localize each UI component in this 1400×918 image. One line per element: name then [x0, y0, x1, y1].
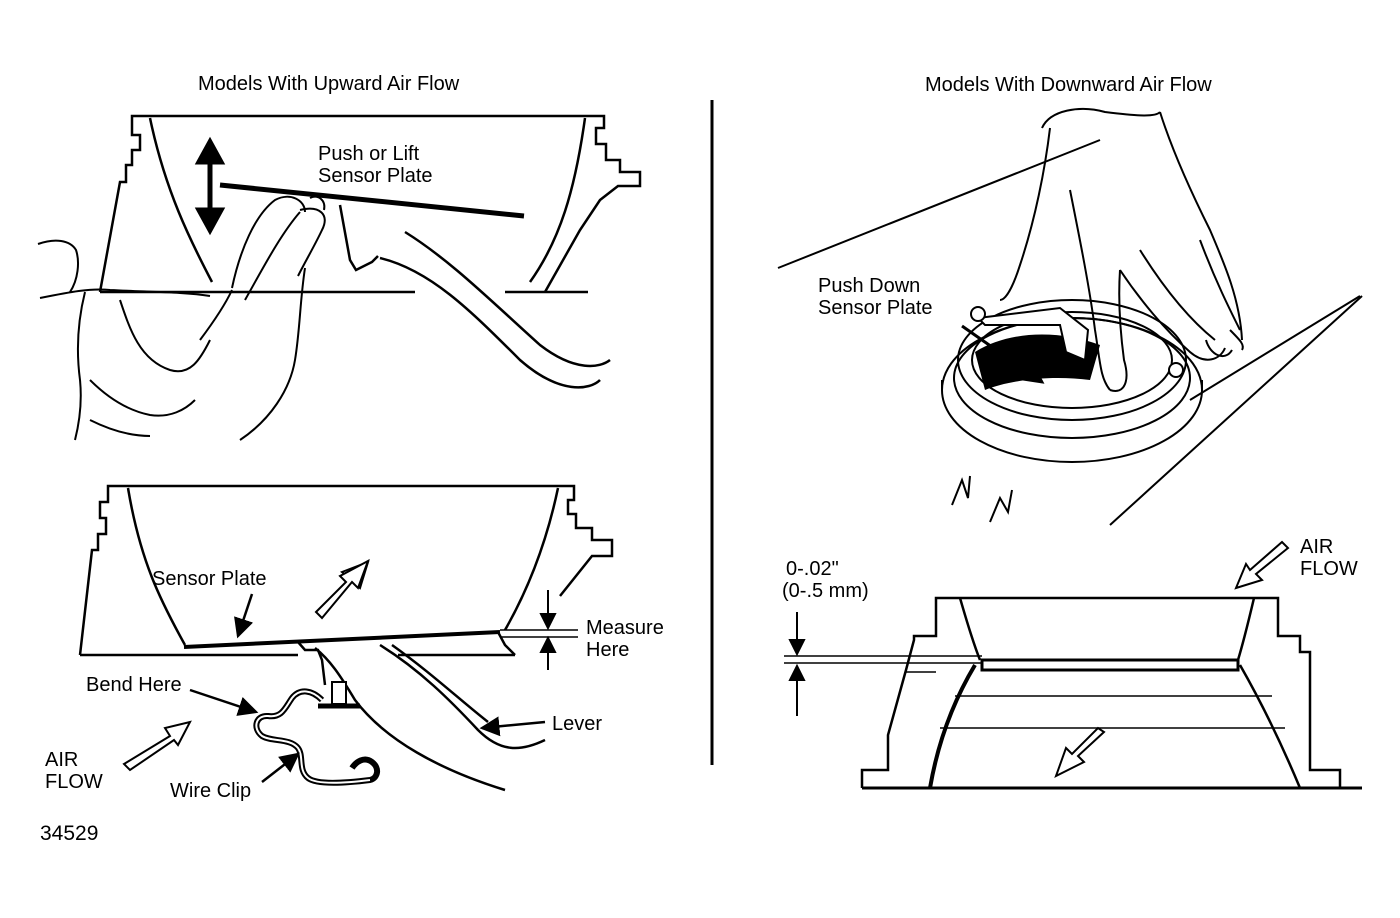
sensor-plate-top: [219, 182, 525, 219]
label-push-down-2: Sensor Plate: [818, 297, 933, 319]
heading-upward: Models With Upward Air Flow: [198, 73, 460, 95]
label-bend-here: Bend Here: [86, 674, 182, 696]
label-air-right-1: AIR: [1300, 536, 1334, 558]
label-push-or-lift-1: Push or Lift: [318, 143, 420, 165]
airflow-arrow-left: [122, 720, 192, 772]
wire-clip-inner: [255, 690, 371, 784]
clearance-arrows: [788, 612, 806, 716]
label-push-or-lift-2: Sensor Plate: [318, 165, 433, 187]
label-air-left-2: FLOW: [45, 771, 103, 793]
push-sensor-plate: [970, 306, 1184, 378]
measure-arrows: [539, 590, 557, 670]
label-lever: Lever: [552, 713, 603, 735]
up-down-arrow: [194, 136, 226, 236]
label-air-right-2: FLOW: [1300, 558, 1358, 580]
figure-number: 34529: [40, 822, 99, 845]
hand-top-left: [37, 195, 326, 441]
label-wire-clip: Wire Clip: [170, 780, 252, 802]
leader-push-down: [961, 324, 1045, 384]
label-measure-1: Measure: [586, 617, 664, 639]
clearance-lines: [784, 655, 982, 664]
sensor-plate-bottom: [183, 630, 501, 649]
airflow-arrow-inner: [314, 558, 370, 620]
label-push-down-1: Push Down: [818, 275, 921, 297]
heading-downward: Models With Downward Air Flow: [925, 74, 1212, 96]
downward-housing-bottom: [860, 596, 1362, 790]
upward-housing-bottom: [78, 484, 614, 792]
label-clearance-1: 0-.02": [786, 558, 839, 580]
leader-lines: [189, 593, 546, 783]
airflow-arrow-right-down: [1054, 726, 1106, 779]
airflow-arrow-right-top: [1234, 540, 1290, 590]
measure-marks: [500, 629, 578, 638]
label-measure-2: Here: [586, 639, 630, 661]
label-clearance-2: (0-.5 mm): [782, 580, 869, 602]
label-air-left-1: AIR: [45, 749, 79, 771]
label-sensor-plate: Sensor Plate: [152, 568, 267, 590]
clip-tab: [331, 681, 347, 705]
down-sensor-plate: [980, 658, 1240, 672]
